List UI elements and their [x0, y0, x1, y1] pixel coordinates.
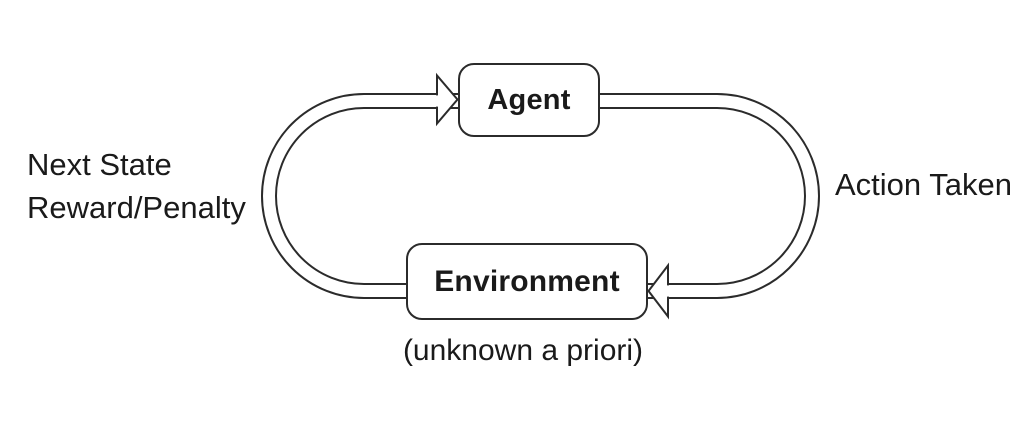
edge-label-action-taken: Action Taken	[835, 167, 1012, 202]
arrowhead-into-agent-icon	[436, 72, 459, 127]
node-environment-label: Environment	[434, 264, 620, 298]
edge-label-next-state-reward: Next State Reward/Penalty	[27, 143, 246, 229]
arrowhead-environment-notch	[665, 285, 670, 297]
environment-caption: (unknown a priori)	[402, 334, 644, 367]
edge-label-next-state-line2: Reward/Penalty	[27, 190, 246, 225]
edge-label-next-state-line1: Next State	[27, 147, 172, 182]
node-agent: Agent	[458, 63, 600, 137]
loop-tube-inner-white	[263, 95, 818, 297]
node-environment: Environment	[406, 243, 648, 320]
node-agent-label: Agent	[487, 83, 571, 116]
arrowhead-agent-notch	[435, 95, 440, 107]
arrowhead-into-environment-icon	[647, 262, 669, 320]
